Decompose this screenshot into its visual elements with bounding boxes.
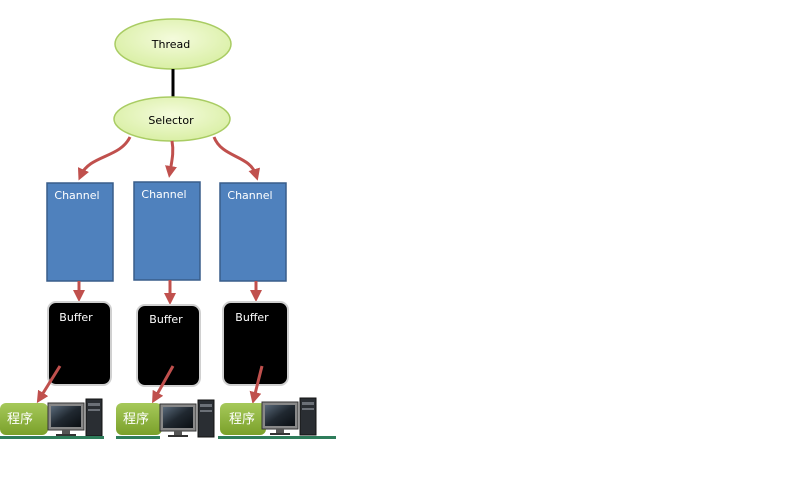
- buffer-label: Buffer: [59, 311, 93, 324]
- buffer-program-arrow-3: [249, 365, 264, 404]
- buffer-label: Buffer: [235, 311, 269, 324]
- selector-channel-arrow-3: [212, 136, 261, 181]
- program-label: 程序: [7, 412, 33, 427]
- program-3: 程序: [218, 397, 336, 439]
- buffer-program-arrow-1: [36, 365, 62, 404]
- buffer-3: Buffer: [222, 301, 289, 386]
- selector-node: Selector: [113, 96, 231, 142]
- buffer-label: Buffer: [149, 313, 183, 326]
- computer-icon: [159, 399, 215, 438]
- program-1: 程序: [0, 398, 104, 439]
- channel-3: Channel: [219, 182, 287, 282]
- buffer-2: Buffer: [136, 304, 201, 387]
- program-label: 程序: [123, 412, 149, 427]
- program-2: 程序: [116, 399, 215, 439]
- computer-icon: [261, 397, 317, 436]
- buffer-program-arrow-2: [152, 365, 175, 404]
- channel-1: Channel: [46, 182, 114, 282]
- thread-node: Thread: [114, 18, 232, 70]
- selector-channel-arrow-2: [165, 140, 177, 178]
- channel-2: Channel: [133, 181, 201, 281]
- selector-label: Selector: [148, 114, 194, 127]
- channel-label: Channel: [227, 189, 272, 202]
- channel-label: Channel: [141, 188, 186, 201]
- program-label: 程序: [229, 412, 255, 427]
- buffer-1: Buffer: [47, 301, 112, 386]
- selector-channel-arrow-1: [78, 136, 132, 181]
- computer-icon: [47, 398, 103, 437]
- thread-label: Thread: [151, 38, 190, 51]
- channel-label: Channel: [54, 189, 99, 202]
